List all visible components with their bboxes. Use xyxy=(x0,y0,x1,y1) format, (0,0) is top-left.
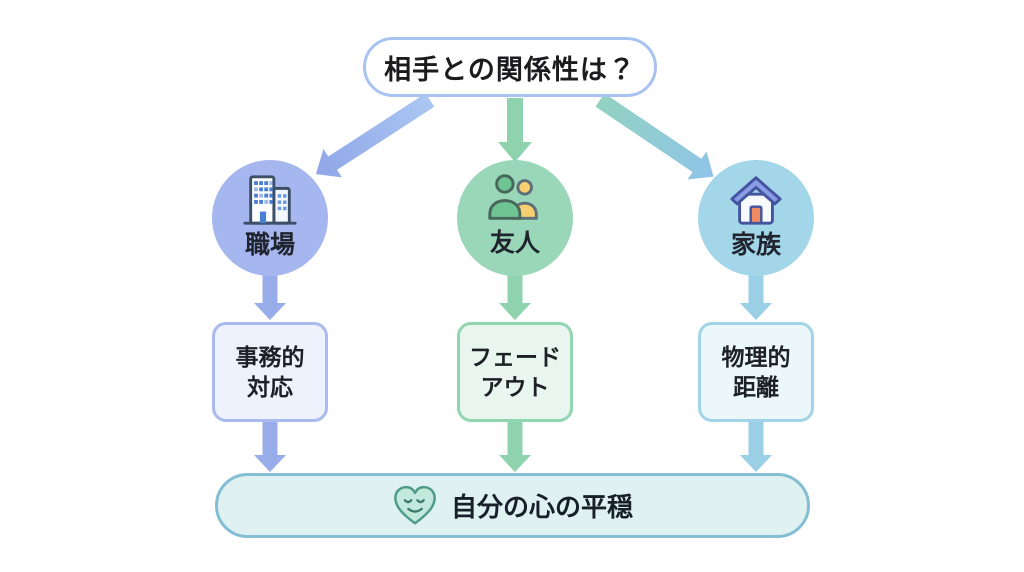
house-icon xyxy=(730,176,782,225)
people-icon xyxy=(488,174,538,220)
arrow-family-to-outcome xyxy=(740,421,772,472)
arrow-workplace-to-action xyxy=(254,271,286,320)
action-box-workplace: 事務的 対応 xyxy=(212,322,328,422)
arrow-friend-to-outcome xyxy=(499,421,531,472)
action-box-friend: フェード アウト xyxy=(457,322,573,422)
branch-node-friend: 友人 xyxy=(457,160,573,276)
question-bubble: 相手との関係性は？ xyxy=(363,37,657,97)
action-workplace-line2: 対応 xyxy=(247,374,293,400)
question-text: 相手との関係性は？ xyxy=(384,54,636,85)
outcome-text: 自分の心の平穏 xyxy=(450,492,633,522)
arrow-question-to-workplace xyxy=(315,93,435,178)
arrow-family-to-action xyxy=(740,271,772,320)
action-friend-line2: アウト xyxy=(480,374,550,400)
branch-label-friend: 友人 xyxy=(489,229,540,257)
branch-label-workplace: 職場 xyxy=(244,231,295,259)
outcome-bar: 自分の心の平穏 xyxy=(215,473,810,538)
arrow-friend-to-action xyxy=(499,271,531,320)
arrow-question-to-family xyxy=(595,93,714,180)
branch-label-family: 家族 xyxy=(730,231,781,259)
action-family-line1: 物理的 xyxy=(721,343,791,370)
action-friend-line1: フェード xyxy=(469,343,561,370)
building-icon xyxy=(243,175,297,225)
arrow-workplace-to-outcome xyxy=(254,421,286,472)
smiling-heart-icon xyxy=(394,485,436,525)
action-family-line2: 距離 xyxy=(733,374,779,400)
action-workplace-line1: 事務的 xyxy=(235,343,305,370)
branch-node-family: 家族 xyxy=(698,160,814,276)
arrow-question-to-friend xyxy=(498,98,532,162)
action-box-family: 物理的 距離 xyxy=(698,322,814,422)
branch-node-workplace: 職場 xyxy=(212,160,328,276)
